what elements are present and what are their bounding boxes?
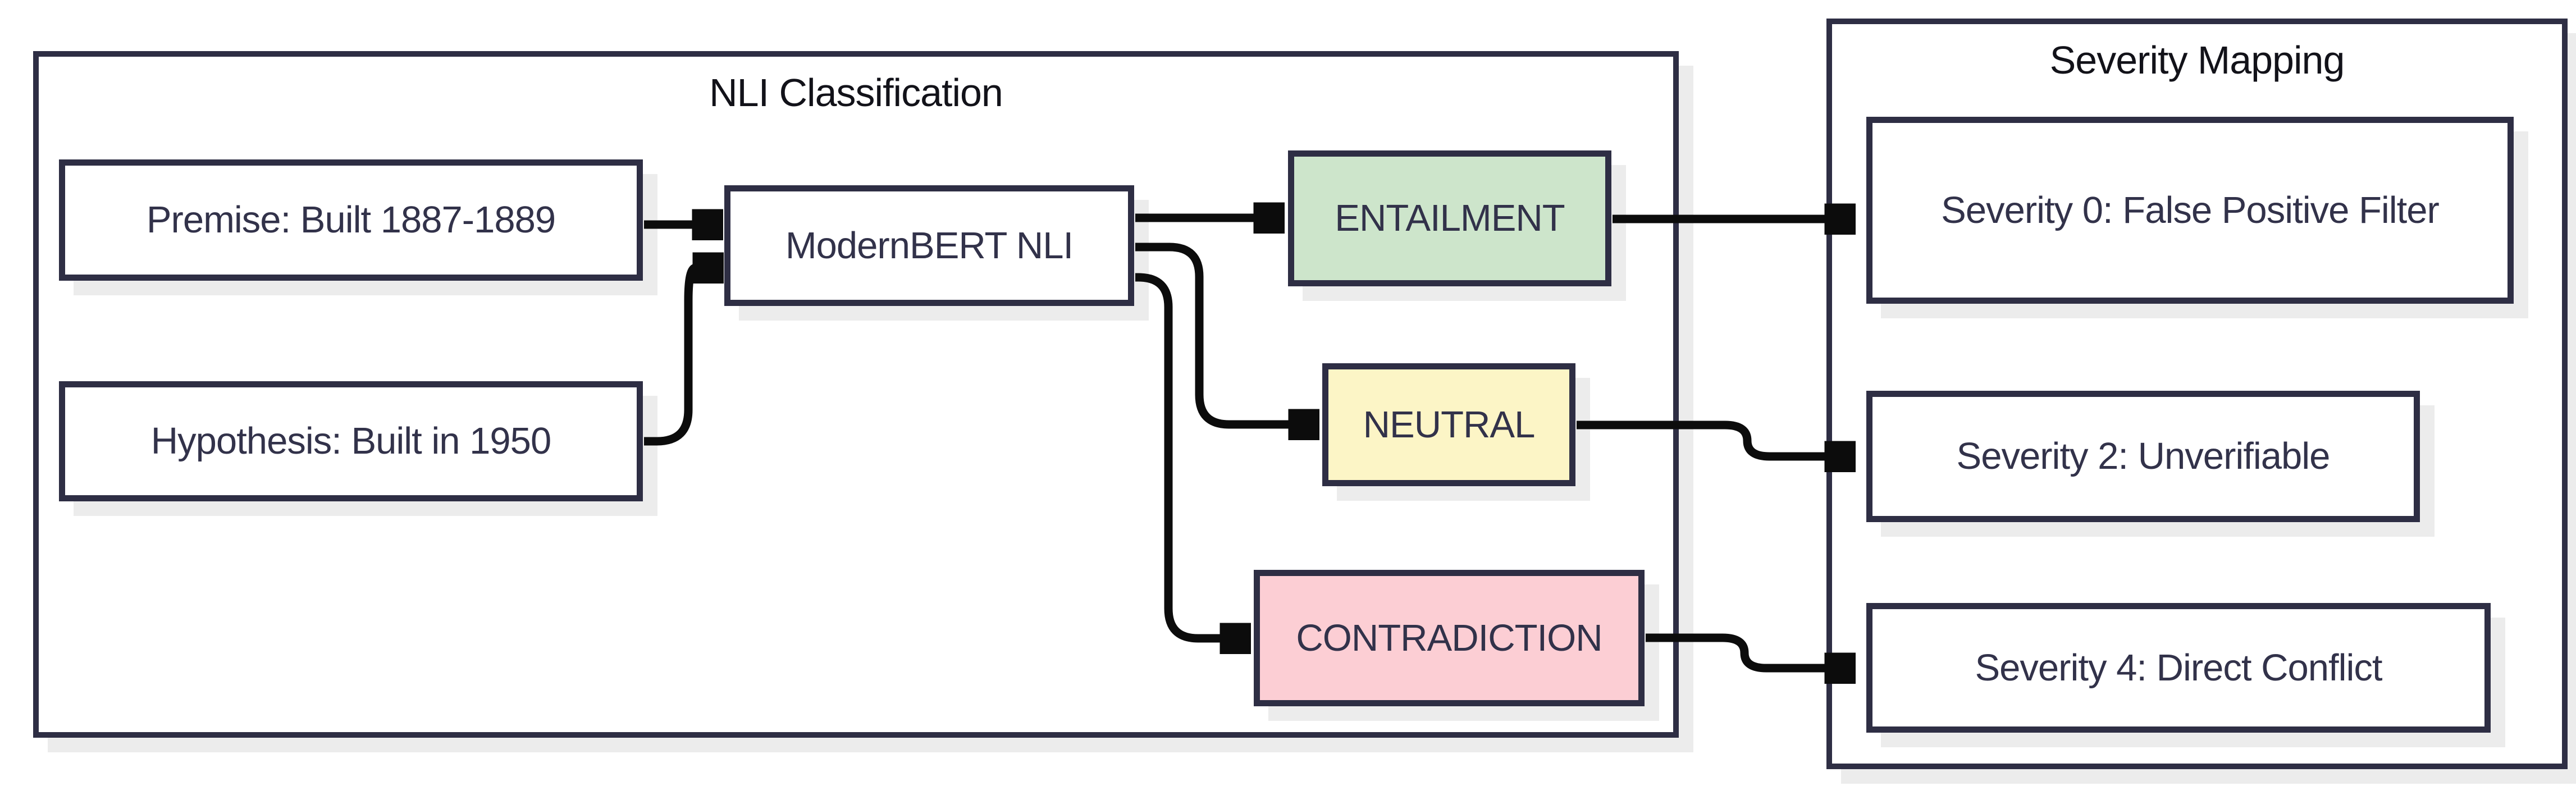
node-entailment: ENTAILMENT [1288, 150, 1611, 286]
premise-label: Premise: Built 1887-1889 [146, 199, 556, 241]
node-severity-0-false-positive-filter: Severity 0: False Positive Filter [1866, 117, 2514, 304]
node-hypothesis: Hypothesis: Built in 1950 [59, 381, 643, 501]
node-neutral: NEUTRAL [1322, 363, 1575, 486]
severity-mapping-title: Severity Mapping [2049, 38, 2345, 82]
modernbert-nli-label: ModernBERT NLI [785, 224, 1074, 267]
contradiction-label: CONTRADICTION [1296, 616, 1602, 659]
neutral-label: NEUTRAL [1363, 403, 1536, 446]
node-severity-2-unverifiable: Severity 2: Unverifiable [1866, 391, 2420, 522]
entailment-label: ENTAILMENT [1335, 197, 1565, 240]
node-contradiction: CONTRADICTION [1254, 570, 1645, 706]
node-severity-4-direct-conflict: Severity 4: Direct Conflict [1866, 603, 2491, 733]
severity-2-label: Severity 2: Unverifiable [1956, 435, 2331, 478]
severity-4-label: Severity 4: Direct Conflict [1975, 646, 2382, 689]
hypothesis-label: Hypothesis: Built in 1950 [150, 420, 551, 463]
nli-classification-title: NLI Classification [709, 71, 1003, 115]
node-premise: Premise: Built 1887-1889 [59, 159, 643, 281]
severity-0-label: Severity 0: False Positive Filter [1941, 189, 2440, 231]
node-modernbert-nli: ModernBERT NLI [724, 185, 1134, 306]
